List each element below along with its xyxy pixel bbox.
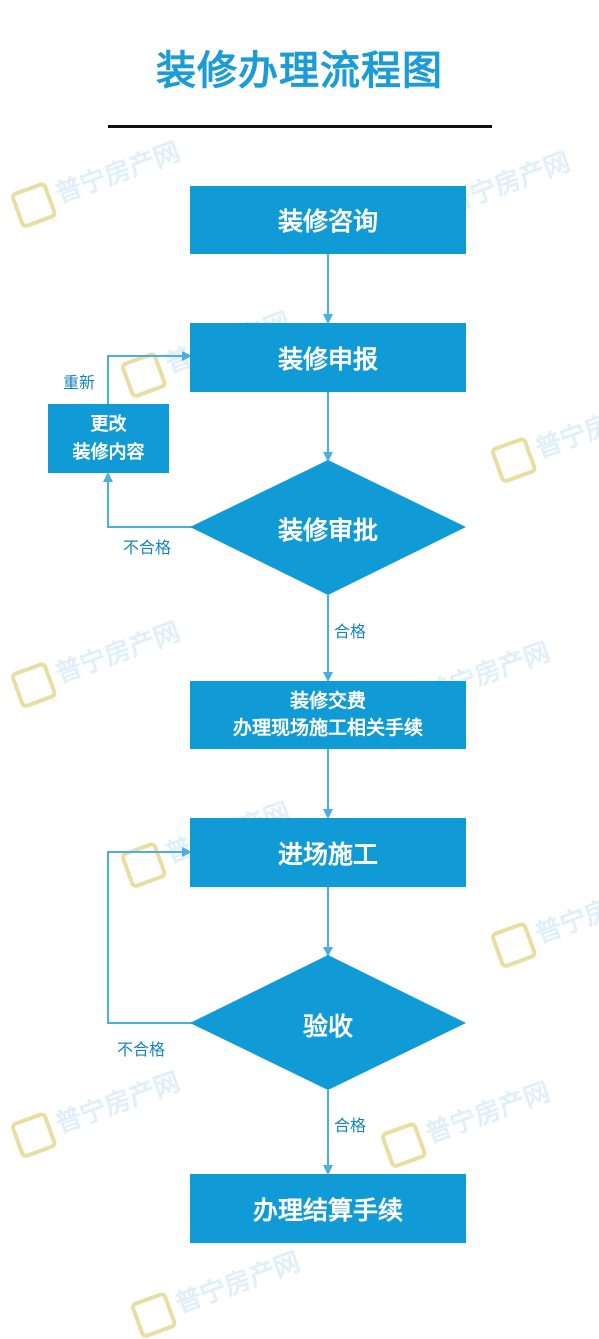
arrow-modify-to-apply	[107, 351, 192, 404]
edge-label-approval-fail: 不合格	[123, 540, 172, 557]
edge-label-approval-pass: 合格	[334, 624, 367, 641]
arrow-approve-fail-to-modify	[103, 472, 192, 528]
step-settle-label: 办理结算手续	[252, 1195, 403, 1225]
step-modify-line1: 更改	[90, 413, 127, 435]
step-construct-label: 进场施工	[277, 839, 378, 869]
step-settle: 办理结算手续	[190, 1174, 466, 1243]
step-construct: 进场施工	[190, 818, 466, 887]
step-modify-line2: 装修内容	[72, 441, 145, 463]
step-accept-label: 验收	[302, 1012, 353, 1041]
edge-label-accept-fail: 不合格	[117, 1042, 166, 1059]
step-apply-label: 装修申报	[277, 344, 378, 374]
page-title: 装修办理流程图	[156, 48, 443, 94]
step-payment: 装修交费 办理现场施工相关手续	[190, 681, 466, 749]
step-payment-line2: 办理现场施工相关手续	[232, 717, 423, 739]
approve-diamond	[190, 460, 466, 595]
accept-diamond	[190, 955, 466, 1090]
arrow-accept-fail-to-construct	[107, 847, 192, 1024]
step-approve-label: 装修审批	[277, 516, 378, 545]
step-modify: 更改 装修内容	[48, 404, 169, 473]
step-consult: 装修咨询	[190, 186, 466, 254]
step-payment-line1: 装修交费	[289, 690, 366, 712]
step-apply: 装修申报	[190, 323, 466, 392]
step-consult-label: 装修咨询	[277, 207, 378, 236]
edge-label-accept-pass: 合格	[334, 1118, 367, 1135]
title-divider	[108, 125, 492, 128]
edge-label-resubmit: 重新	[63, 375, 96, 392]
